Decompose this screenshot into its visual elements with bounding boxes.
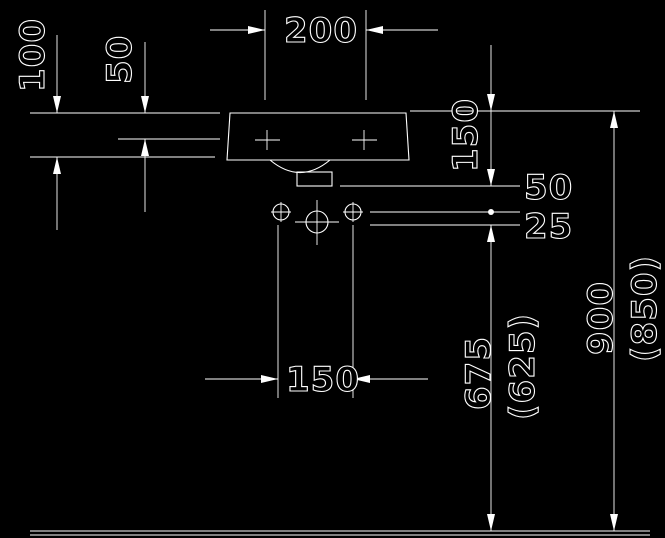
dim-trap-height: 675 (625) — [458, 225, 544, 531]
waste-trap — [271, 200, 363, 245]
label-trap-height: 675 — [459, 336, 499, 410]
label-left-outer: 100 — [13, 18, 53, 92]
dim-left-inner: 50 — [99, 34, 220, 212]
floor-line — [30, 530, 650, 536]
dim-top-width: 200 — [210, 10, 438, 100]
tap-mark-left — [255, 130, 280, 150]
dim-rim-height: 900 (850) — [580, 111, 665, 531]
label-rim-height-alt: (850) — [625, 255, 665, 362]
label-top-width: 200 — [284, 11, 358, 51]
dim-trap-width: 150 — [205, 225, 428, 401]
label-trap-height-alt: (625) — [503, 313, 543, 420]
basin-outline — [226, 112, 410, 187]
label-rim-height: 900 — [581, 281, 621, 355]
label-basin-height: 150 — [446, 98, 486, 172]
label-left-inner: 50 — [100, 35, 140, 84]
dim-left-outer: 100 — [12, 17, 220, 230]
label-drain-offset: 50 — [524, 168, 573, 208]
label-trap-offset: 25 — [524, 207, 573, 247]
dim-drain-offsets: 50 25 — [340, 167, 573, 248]
label-trap-width: 150 — [286, 360, 360, 400]
dim-basin-height: 150 — [410, 45, 640, 186]
tap-mark-right — [352, 130, 377, 150]
